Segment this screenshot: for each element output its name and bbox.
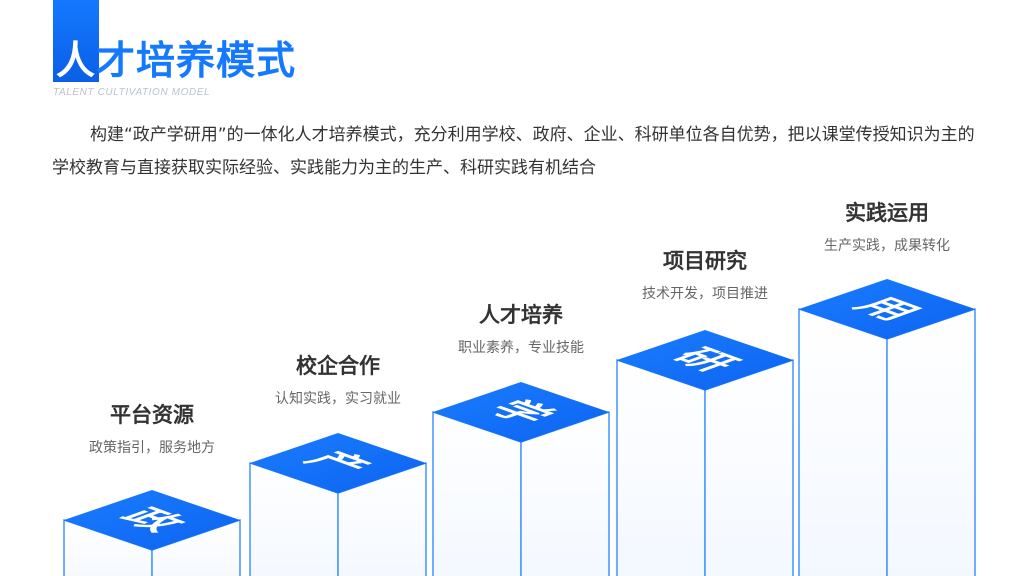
step-label: 实践运用生产实践，成果转化	[787, 198, 987, 258]
pillar-left-face	[249, 462, 339, 576]
step-name: 项目研究	[663, 249, 747, 273]
page-subtitle: TALENT CULTIVATION MODEL	[53, 87, 211, 98]
pillar-yan: 研	[616, 330, 794, 576]
pillar-yong: 用	[798, 279, 976, 576]
intro-paragraph: 构建“政产学研用”的一体化人才培养模式，充分利用学校、政府、企业、科研单位各自优…	[52, 125, 975, 178]
step-label: 平台资源政策指引，服务地方	[52, 400, 252, 460]
title-accent-bar	[53, 0, 99, 82]
step-name: 人才培养	[479, 303, 563, 327]
pillar-xue: 学	[432, 382, 610, 576]
pillar-left-face	[616, 359, 706, 576]
step-label: 人才培养职业素养，专业技能	[421, 300, 621, 360]
pillar-top-face	[617, 330, 793, 390]
step-desc: 政策指引，服务地方	[89, 440, 215, 456]
step-name: 平台资源	[110, 403, 194, 427]
step-desc: 认知实践，实习就业	[275, 391, 401, 407]
pillar-top-face	[250, 433, 426, 493]
step-label: 项目研究技术开发，项目推进	[605, 246, 805, 306]
page-title: 人才培养模式	[56, 37, 296, 87]
pillar-right-face	[886, 308, 976, 576]
pillar-chan: 产	[249, 433, 427, 576]
step-name: 实践运用	[845, 201, 929, 225]
page-title-rest: 才培养模式	[96, 39, 297, 84]
page-title-first-char: 人	[56, 39, 97, 84]
pillar-top-face	[433, 382, 609, 442]
pillar-top-face	[799, 279, 975, 339]
pillar-right-face	[520, 411, 610, 576]
pillar-left-face	[432, 411, 522, 576]
pillar-left-face	[63, 519, 153, 576]
step-label: 校企合作认知实践，实习就业	[238, 351, 438, 411]
pillar-top-face	[64, 490, 240, 550]
pillar-left-face	[798, 308, 888, 576]
pillar-zheng: 政	[63, 490, 241, 576]
step-desc: 生产实践，成果转化	[824, 238, 950, 254]
pillar-right-face	[151, 519, 241, 576]
step-desc: 职业素养，专业技能	[458, 340, 584, 356]
pillar-right-face	[704, 359, 794, 576]
step-desc: 技术开发，项目推进	[642, 286, 768, 302]
step-name: 校企合作	[296, 354, 380, 378]
